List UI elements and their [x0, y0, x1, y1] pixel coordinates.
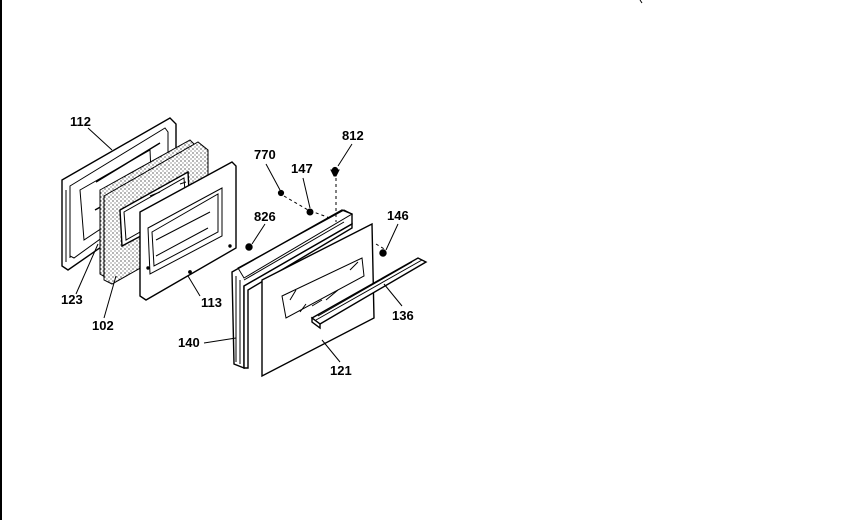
- part-136-handle: [310, 257, 428, 330]
- label-147: 147: [291, 161, 313, 176]
- label-136: 136: [392, 308, 414, 323]
- leader-lines: [75, 127, 403, 363]
- label-826: 826: [254, 209, 276, 224]
- label-113: 113: [201, 295, 222, 310]
- part-826-screw: [245, 243, 253, 251]
- label-112: 112: [70, 114, 91, 129]
- corner-mark: [639, 0, 643, 4]
- label-102: 102: [92, 318, 114, 333]
- label-146: 146: [387, 208, 409, 223]
- assembly-lines: [283, 178, 387, 251]
- part-113-inner-frame: [139, 161, 237, 301]
- part-140-outer-panel: [231, 209, 354, 370]
- part-812-screw: [330, 166, 340, 177]
- label-770: 770: [254, 147, 276, 162]
- label-812: 812: [342, 128, 364, 143]
- part-770-clip: [277, 189, 285, 197]
- label-140: 140: [178, 335, 200, 350]
- part-146-screw: [379, 249, 387, 257]
- label-123: 123: [61, 292, 83, 307]
- part-147-screw: [306, 208, 314, 216]
- label-121: 121: [330, 363, 352, 378]
- page-border-left: [0, 0, 2, 520]
- part-121-glass-panel: [261, 222, 375, 378]
